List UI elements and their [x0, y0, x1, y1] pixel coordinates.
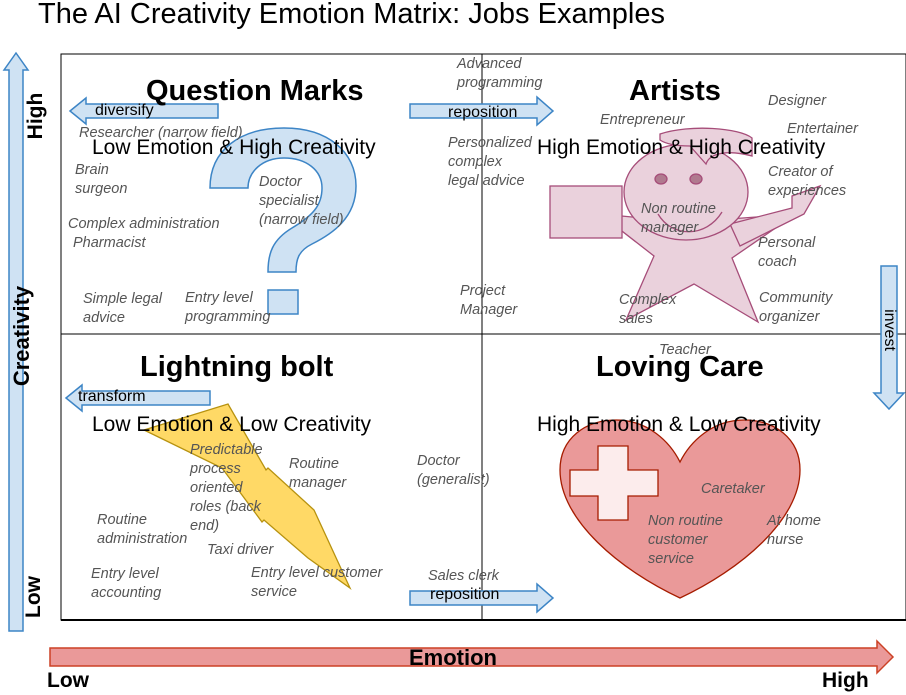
job-teacher: Teacher — [659, 342, 711, 358]
job-entry-level-programming: Entry level programming — [185, 290, 271, 325]
y-axis-high-label: High — [24, 92, 47, 140]
job-brain-surgeon: Brain surgeon — [75, 162, 128, 197]
job-entrepreneur: Entrepreneur — [600, 112, 685, 128]
job-predictable-process-roles: Predictable process oriented roles (back… — [190, 442, 263, 534]
job-personalized-complex-legal-advice: Personalized complex legal advice — [448, 135, 532, 189]
job-non-routine-manager: Non routine manager — [641, 201, 716, 236]
job-creator-of-experiences: Creator of experiences — [768, 164, 847, 199]
quadrant-artists-subtitle: High Emotion & High Creativity — [537, 136, 826, 159]
job-sales-clerk: Sales clerk — [428, 568, 499, 584]
heart-icon — [559, 419, 801, 599]
quadrant-lightning-bolt-title: Lightning bolt — [140, 351, 334, 383]
job-complex-sales: Complex sales — [619, 292, 677, 327]
job-non-routine-customer-service: Non routine customer service — [648, 513, 723, 567]
job-community-organizer: Community organizer — [759, 290, 833, 325]
transform-arrow — [64, 383, 211, 413]
job-advanced-programming: Advanced programming — [457, 56, 543, 91]
transform-label: transform — [78, 388, 146, 405]
reposition-bottom-label: reposition — [430, 586, 500, 603]
quadrant-loving-care-subtitle: High Emotion & Low Creativity — [537, 413, 821, 436]
invest-arrow — [872, 265, 906, 411]
emotion-axis-arrow — [49, 639, 895, 675]
job-entry-level-accounting: Entry level accounting — [91, 566, 162, 601]
invest-label: invest — [881, 309, 898, 351]
job-simple-legal-advice: Simple legal advice — [83, 291, 162, 326]
x-axis-label: Emotion — [409, 645, 497, 670]
job-entertainer: Entertainer — [787, 121, 858, 137]
y-axis-label: Creativity — [9, 285, 34, 387]
reposition-top-label: reposition — [448, 104, 518, 121]
quadrant-artists-title: Artists — [629, 75, 721, 107]
job-doctor-generalist: Doctor (generalist) — [417, 453, 490, 488]
quadrant-question-marks-title: Question Marks — [146, 75, 364, 107]
creativity-axis-arrow — [2, 51, 30, 632]
diversify-label: diversify — [95, 102, 154, 119]
job-entry-level-customer-service: Entry level customer service — [251, 565, 383, 600]
artist-figure-icon — [549, 127, 822, 324]
question-mark-icon — [209, 127, 357, 315]
job-designer: Designer — [768, 93, 827, 109]
x-axis-low-label: Low — [47, 669, 89, 692]
quadrant-question-marks-subtitle: Low Emotion & High Creativity — [92, 136, 376, 159]
quadrant-lightning-bolt-subtitle: Low Emotion & Low Creativity — [92, 413, 371, 436]
job-project-manager: Project Manager — [460, 283, 518, 318]
quadrant-loving-care-title: Loving Care — [596, 351, 764, 383]
reposition-bottom-arrow — [409, 582, 555, 614]
page-title: The AI Creativity Emotion Matrix: Jobs E… — [38, 0, 665, 30]
job-pharmacist: Pharmacist — [73, 235, 146, 251]
reposition-top-arrow — [409, 95, 555, 127]
lightning-bolt-icon — [142, 403, 352, 590]
x-axis-high-label: High — [822, 669, 869, 692]
job-caretaker: Caretaker — [701, 481, 765, 497]
y-axis-low-label: Low — [22, 576, 45, 618]
job-at-home-nurse: At home nurse — [767, 513, 821, 548]
job-researcher: Researcher (narrow field) — [79, 125, 243, 141]
diversify-arrow — [68, 96, 219, 126]
job-routine-administration: Routine administration — [97, 512, 188, 547]
job-taxi-driver: Taxi driver — [207, 542, 274, 558]
job-personal-coach: Personal coach — [758, 235, 816, 270]
job-complex-administration: Complex administration — [68, 216, 220, 232]
cross-icon — [569, 445, 659, 521]
job-routine-manager: Routine manager — [289, 456, 347, 491]
job-doctor-specialist: Doctor specialist (narrow field) — [259, 174, 344, 228]
